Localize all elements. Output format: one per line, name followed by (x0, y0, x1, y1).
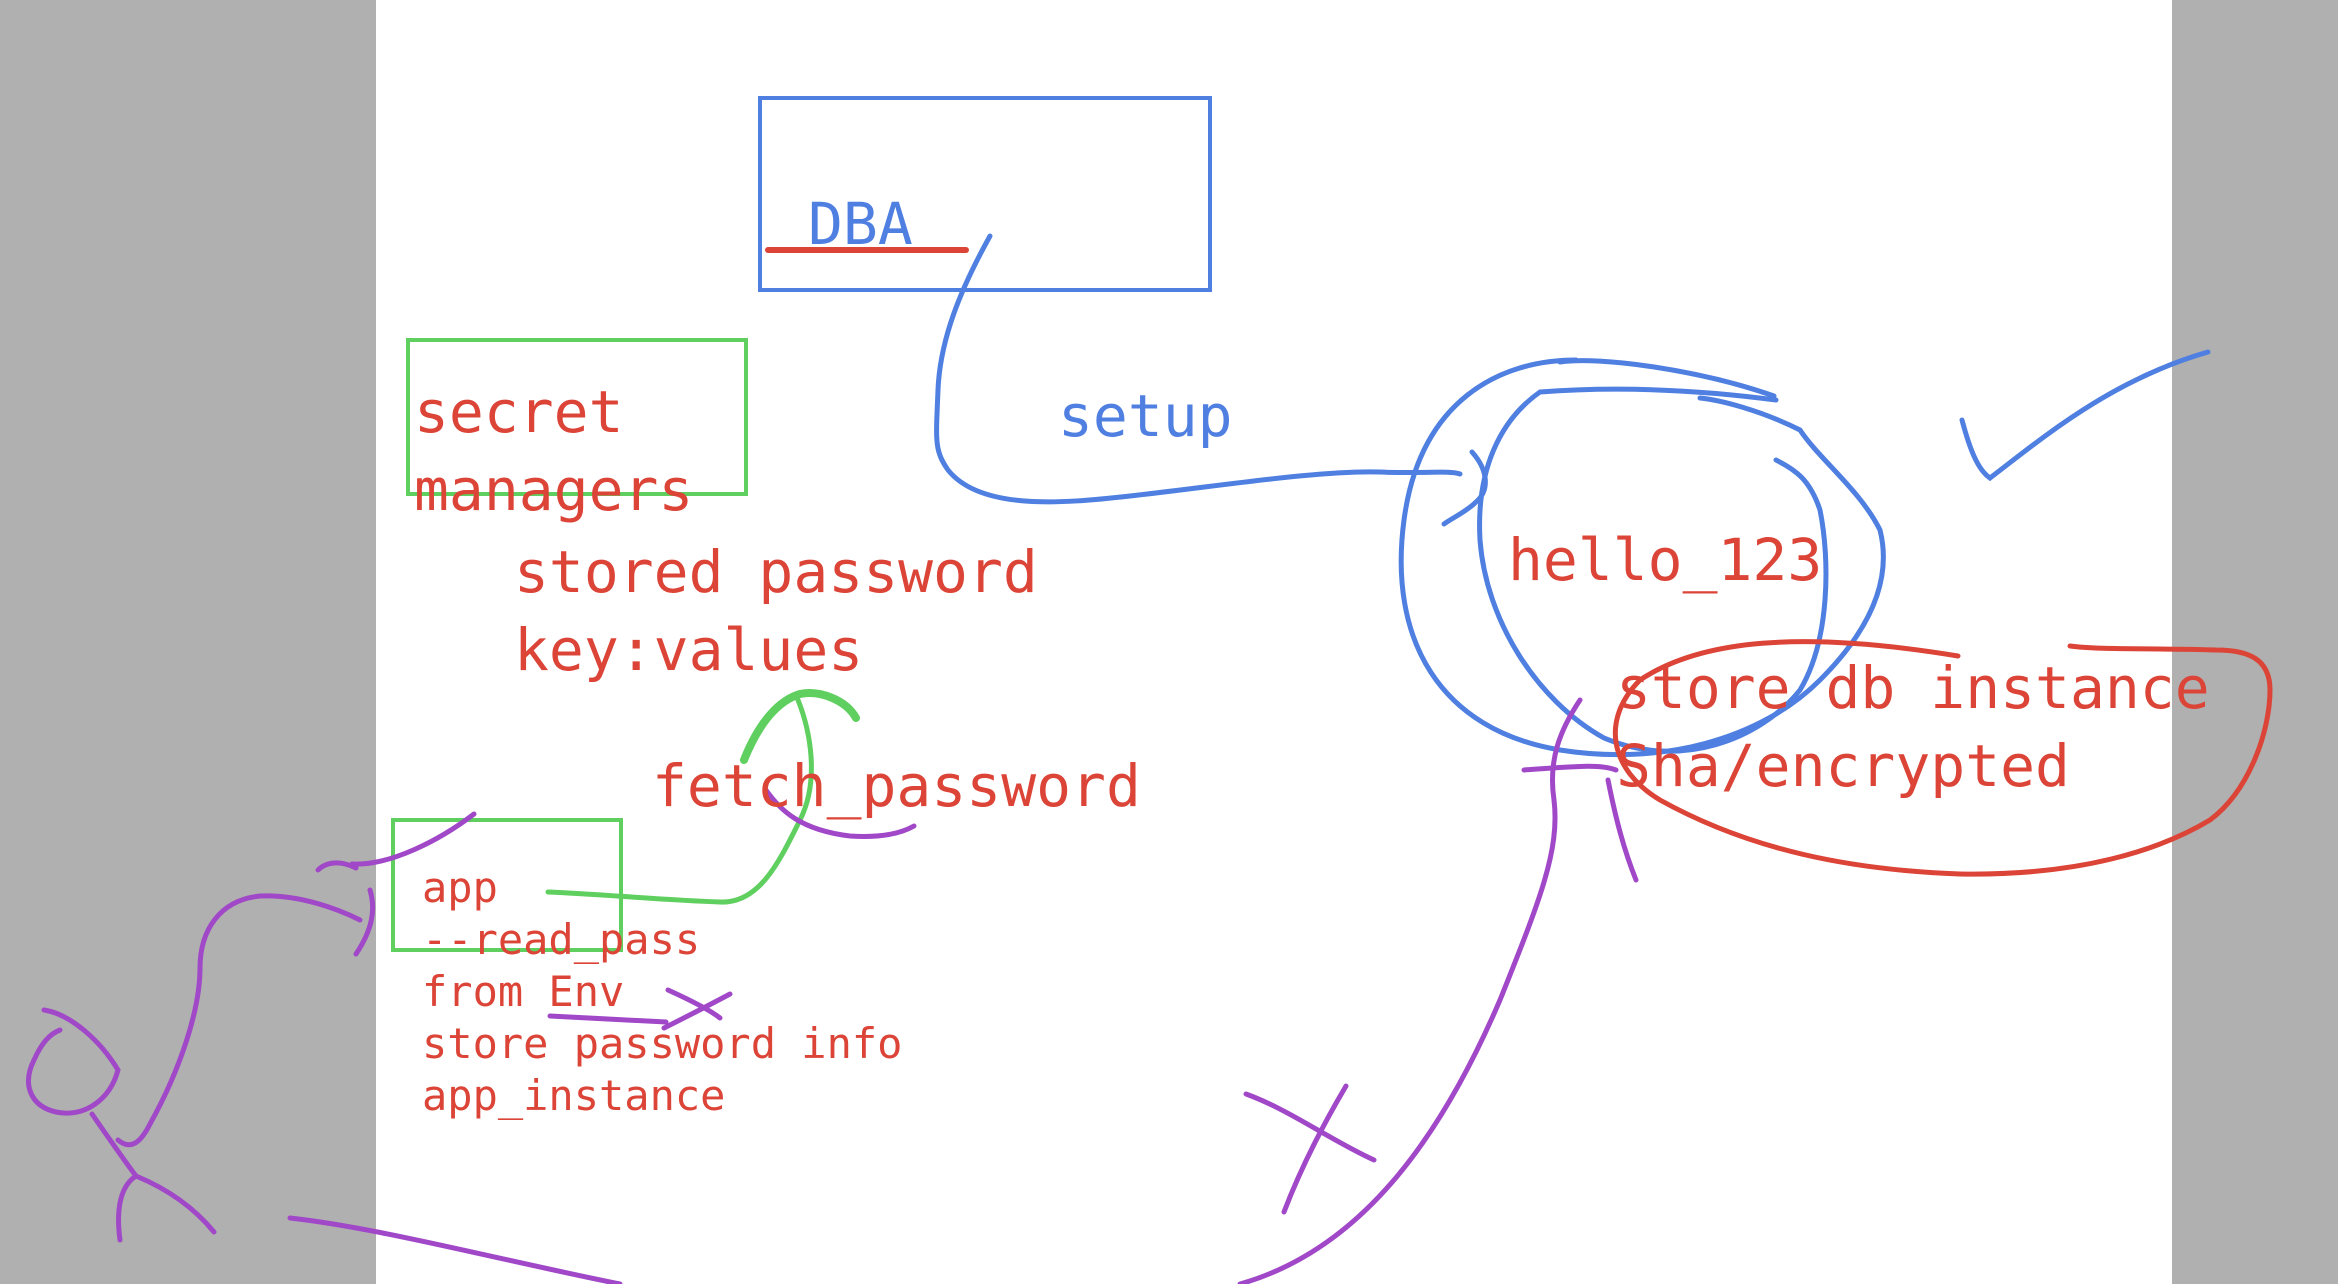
figure-arrowhead-top (349, 811, 477, 867)
stick-figure (26, 1007, 217, 1243)
hello-loop (1398, 357, 1886, 758)
app-line-1: app (422, 863, 498, 912)
setup-arrow (934, 233, 1463, 505)
app-line-2: --read_pass (422, 915, 700, 964)
checkmark (1959, 349, 2211, 482)
connector-arrowhead (1521, 763, 1639, 883)
secret-label-line1: secret (414, 378, 624, 446)
fetch-label: fetch_password (652, 752, 1141, 820)
stored-label-line1: stored password (514, 538, 1038, 606)
setup-arrowhead (1441, 449, 1488, 527)
secret-label-line2: managers (414, 456, 693, 524)
store-label-line2: Sha/encrypted (1616, 732, 2070, 800)
cross-mark (1243, 1083, 1377, 1215)
right-side-panel (2172, 0, 2338, 1284)
app-line-4: store password info (422, 1019, 902, 1068)
secret-managers-box (406, 338, 748, 496)
dba-label: DBA (808, 190, 913, 258)
hello-inner-loop (1477, 386, 1829, 754)
app-to-fetch-arrow (545, 697, 814, 905)
app-to-fetch-arrowhead (740, 689, 860, 764)
app-line-5: app_instance (422, 1071, 725, 1120)
fetch-underline-mark (763, 787, 917, 839)
env-cross-mark (661, 987, 733, 1031)
hello-label: hello_123 (1508, 526, 1822, 594)
store-label-line1: store db instance (1616, 654, 2210, 722)
stored-label-line2: key:values (514, 616, 863, 684)
figure-arm-line (115, 893, 363, 1148)
dba-box (758, 96, 1212, 292)
app-line-3: from Env (422, 967, 624, 1016)
setup-label: setup (1058, 382, 1233, 450)
encrypted-loop (1612, 639, 2273, 877)
left-side-panel (0, 0, 376, 1284)
app-box (391, 818, 623, 952)
env-underline (547, 1013, 669, 1025)
